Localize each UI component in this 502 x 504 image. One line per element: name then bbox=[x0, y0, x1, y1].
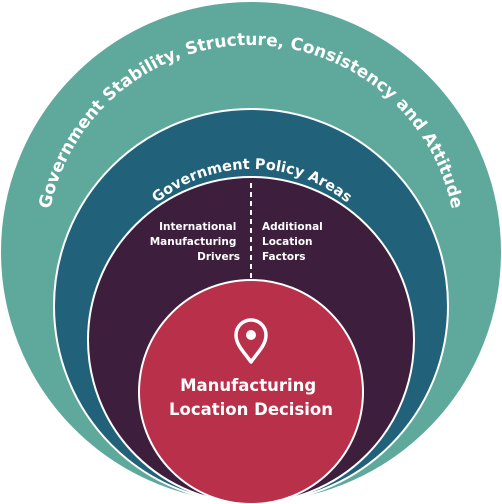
manufacturing-location-decision-label: Manufacturing Location Decision bbox=[169, 376, 333, 419]
right-label-line-2: Location bbox=[262, 236, 313, 248]
left-label-line-1: International bbox=[159, 221, 236, 233]
left-label-line-3: Drivers bbox=[197, 251, 240, 263]
international-manufacturing-drivers-label: International Manufacturing Drivers bbox=[150, 221, 240, 263]
right-label-line-3: Factors bbox=[262, 251, 306, 263]
core-label-line-1: Manufacturing bbox=[180, 376, 316, 395]
core-circle bbox=[138, 279, 364, 504]
right-label-line-1: Additional bbox=[262, 221, 323, 233]
left-label-line-2: Manufacturing bbox=[150, 236, 237, 248]
location-pin-icon bbox=[234, 318, 268, 364]
core-label-line-2: Location Decision bbox=[169, 400, 333, 419]
additional-location-factors-label: Additional Location Factors bbox=[262, 221, 326, 263]
